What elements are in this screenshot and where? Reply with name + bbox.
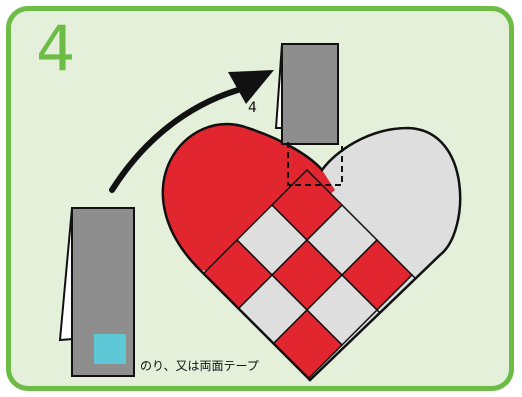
step-number: 4 — [36, 12, 76, 85]
heart — [161, 122, 462, 382]
heart-left-lobe — [162, 124, 335, 275]
arrow-icon — [109, 70, 274, 193]
inserted-strip-front — [281, 43, 339, 145]
dashed-outline-icon — [287, 142, 343, 186]
heart-outline — [161, 122, 462, 382]
loose-strip — [58, 207, 135, 377]
inserted-strip — [274, 43, 343, 186]
strip-number: 4 — [248, 100, 257, 116]
glue-spot-icon — [94, 334, 126, 364]
glue-note: のり、又は両面テープ — [140, 359, 259, 373]
